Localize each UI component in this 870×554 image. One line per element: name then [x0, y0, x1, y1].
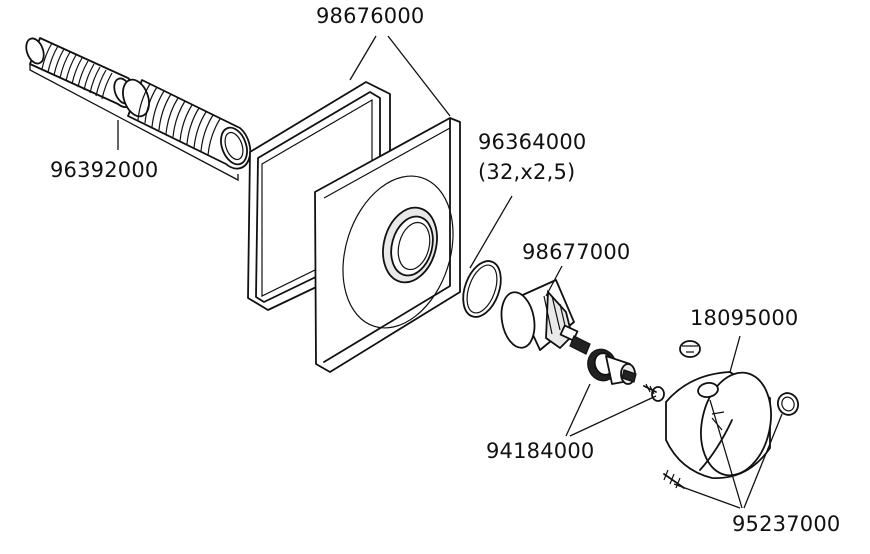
set-screw — [643, 383, 665, 402]
extension-tube-large — [122, 78, 252, 170]
label-stop-adapter: 94184000 — [486, 439, 595, 463]
index-cap — [679, 340, 701, 358]
o-ring — [462, 260, 502, 318]
handle-screw — [663, 469, 685, 489]
label-trim-frame: 98676000 — [316, 4, 425, 28]
label-extension-tubes: 96392000 — [50, 158, 159, 182]
label-screw-cap-set: 95237000 — [732, 512, 841, 536]
label-handle: 18095000 — [690, 306, 799, 330]
trim-plate — [314, 117, 461, 373]
handle-knob — [665, 371, 772, 479]
label-cartridge: 98677000 — [522, 240, 631, 264]
cartridge — [500, 279, 591, 355]
label-o-ring-dimension: (32,x2,5) — [478, 160, 576, 184]
tubes-bracket — [29, 64, 239, 182]
leader-lines — [349, 35, 783, 509]
stop-adapter — [587, 348, 637, 385]
label-o-ring: 96364000 — [478, 130, 587, 154]
cover-cap — [776, 392, 800, 416]
